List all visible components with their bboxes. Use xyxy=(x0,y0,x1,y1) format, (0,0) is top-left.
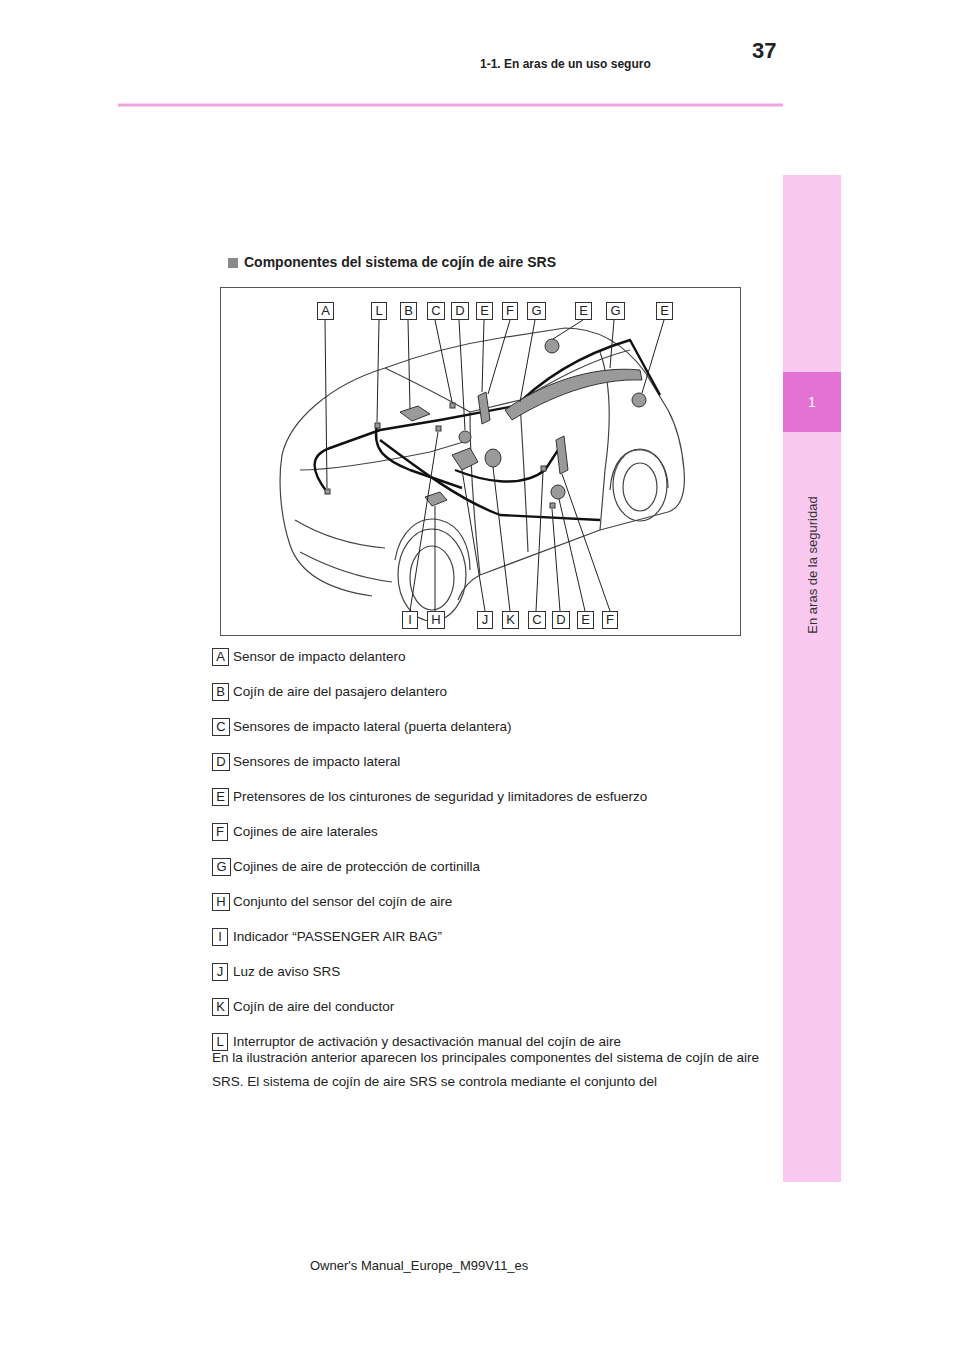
legend-description: Indicador “PASSENGER AIR BAG” xyxy=(233,928,442,946)
section-title: Componentes del sistema de cojín de aire… xyxy=(244,254,556,270)
wire-harness xyxy=(315,340,660,520)
section-header: 1-1. En aras de un uso seguro xyxy=(480,55,651,73)
legend-letter: J xyxy=(212,963,228,981)
callout-text: G xyxy=(610,303,620,318)
legend-description: Pretensores de los cinturones de segurid… xyxy=(233,788,647,806)
legend-letter: K xyxy=(212,998,229,1016)
legend-letter: A xyxy=(212,648,229,666)
callout-text: E xyxy=(216,789,225,804)
legend-description: Sensores de impacto lateral xyxy=(233,753,400,771)
legend-letter: C xyxy=(212,718,230,736)
chapter-tab: 1 xyxy=(783,372,841,432)
callout-letter: D xyxy=(451,302,469,320)
callout-text: G xyxy=(216,859,226,874)
callout-letter: E xyxy=(577,611,594,629)
legend-letter: E xyxy=(212,788,229,806)
callout-letter: E xyxy=(575,302,592,320)
callout-text: F xyxy=(606,612,614,627)
figure-frame xyxy=(221,288,741,636)
page-number: 37 xyxy=(752,42,776,60)
header-rule xyxy=(118,104,783,107)
legend-description: Cojines de aire de protección de cortini… xyxy=(233,858,480,876)
callout-text: J xyxy=(217,964,224,979)
legend-description: Cojín de aire del pasajero delantero xyxy=(233,683,447,701)
legend-letter: I xyxy=(212,928,228,946)
chapter-number: 1 xyxy=(783,372,841,432)
callout-letter: E xyxy=(656,302,673,320)
callout-text: L xyxy=(375,303,382,318)
callout-text: E xyxy=(660,303,669,318)
leader-lines xyxy=(325,320,664,611)
legend-description: Interruptor de activación y desactivació… xyxy=(233,1033,621,1051)
callout-text: E xyxy=(581,612,590,627)
callout-text: J xyxy=(482,612,489,627)
legend-letter: H xyxy=(212,893,230,911)
callout-letter: B xyxy=(400,302,417,320)
callout-text: L xyxy=(216,1034,223,1049)
callout-text: C xyxy=(431,303,440,318)
legend-description: Luz de aviso SRS xyxy=(233,963,340,981)
callout-letter: C xyxy=(528,611,546,629)
callout-letter: F xyxy=(502,302,518,320)
legend-letter: B xyxy=(212,683,229,701)
legend-description: Sensor de impacto delantero xyxy=(233,648,406,666)
callout-letter: D xyxy=(552,611,570,629)
body-paragraph: En la ilustración anterior aparecen los … xyxy=(212,1046,760,1094)
callout-text: K xyxy=(216,999,225,1014)
callout-text: F xyxy=(506,303,514,318)
callout-letter: G xyxy=(606,302,625,320)
callout-text: A xyxy=(321,303,330,318)
footer-text: Owner's Manual_Europe_M99V11_es xyxy=(310,1257,528,1275)
callout-letter: A xyxy=(317,302,334,320)
callout-text: D xyxy=(216,754,225,769)
callout-text: H xyxy=(216,894,225,909)
legend-description: Cojines de aire laterales xyxy=(233,823,378,841)
legend-letter: D xyxy=(212,753,230,771)
callout-letter: H xyxy=(427,611,445,629)
callout-letter: G xyxy=(527,302,546,320)
callout-text: I xyxy=(218,929,222,944)
callout-text: C xyxy=(532,612,541,627)
callout-text: D xyxy=(556,612,565,627)
callout-letter: J xyxy=(477,611,493,629)
callout-letter: C xyxy=(427,302,445,320)
callout-text: D xyxy=(455,303,464,318)
callout-text: G xyxy=(531,303,541,318)
srs-parts xyxy=(325,339,646,508)
callout-text: I xyxy=(408,612,412,627)
callout-text: B xyxy=(404,303,413,318)
legend-description: Conjunto del sensor del cojín de aire xyxy=(233,893,452,911)
callout-letter: L xyxy=(371,302,387,320)
legend-letter: G xyxy=(212,858,231,876)
sidebar-band: En aras de la seguridad xyxy=(783,175,841,1182)
callout-letter: K xyxy=(502,611,519,629)
callout-text: K xyxy=(506,612,515,627)
legend-letter: F xyxy=(212,823,228,841)
callout-letter: F xyxy=(602,611,618,629)
callout-text: H xyxy=(431,612,440,627)
callout-letter: E xyxy=(476,302,493,320)
callout-text: B xyxy=(216,684,225,699)
callout-letter: I xyxy=(402,611,418,629)
sidebar-text: En aras de la seguridad xyxy=(805,496,820,633)
legend-letter: L xyxy=(212,1033,228,1051)
legend-description: Cojín de aire del conductor xyxy=(233,998,394,1016)
bullet-square xyxy=(228,258,238,268)
legend-description: Sensores de impacto lateral (puerta dela… xyxy=(233,718,511,736)
callout-text: E xyxy=(480,303,489,318)
callout-text: F xyxy=(216,824,224,839)
callout-text: E xyxy=(579,303,588,318)
callout-text: A xyxy=(216,649,225,664)
callout-text: C xyxy=(216,719,225,734)
